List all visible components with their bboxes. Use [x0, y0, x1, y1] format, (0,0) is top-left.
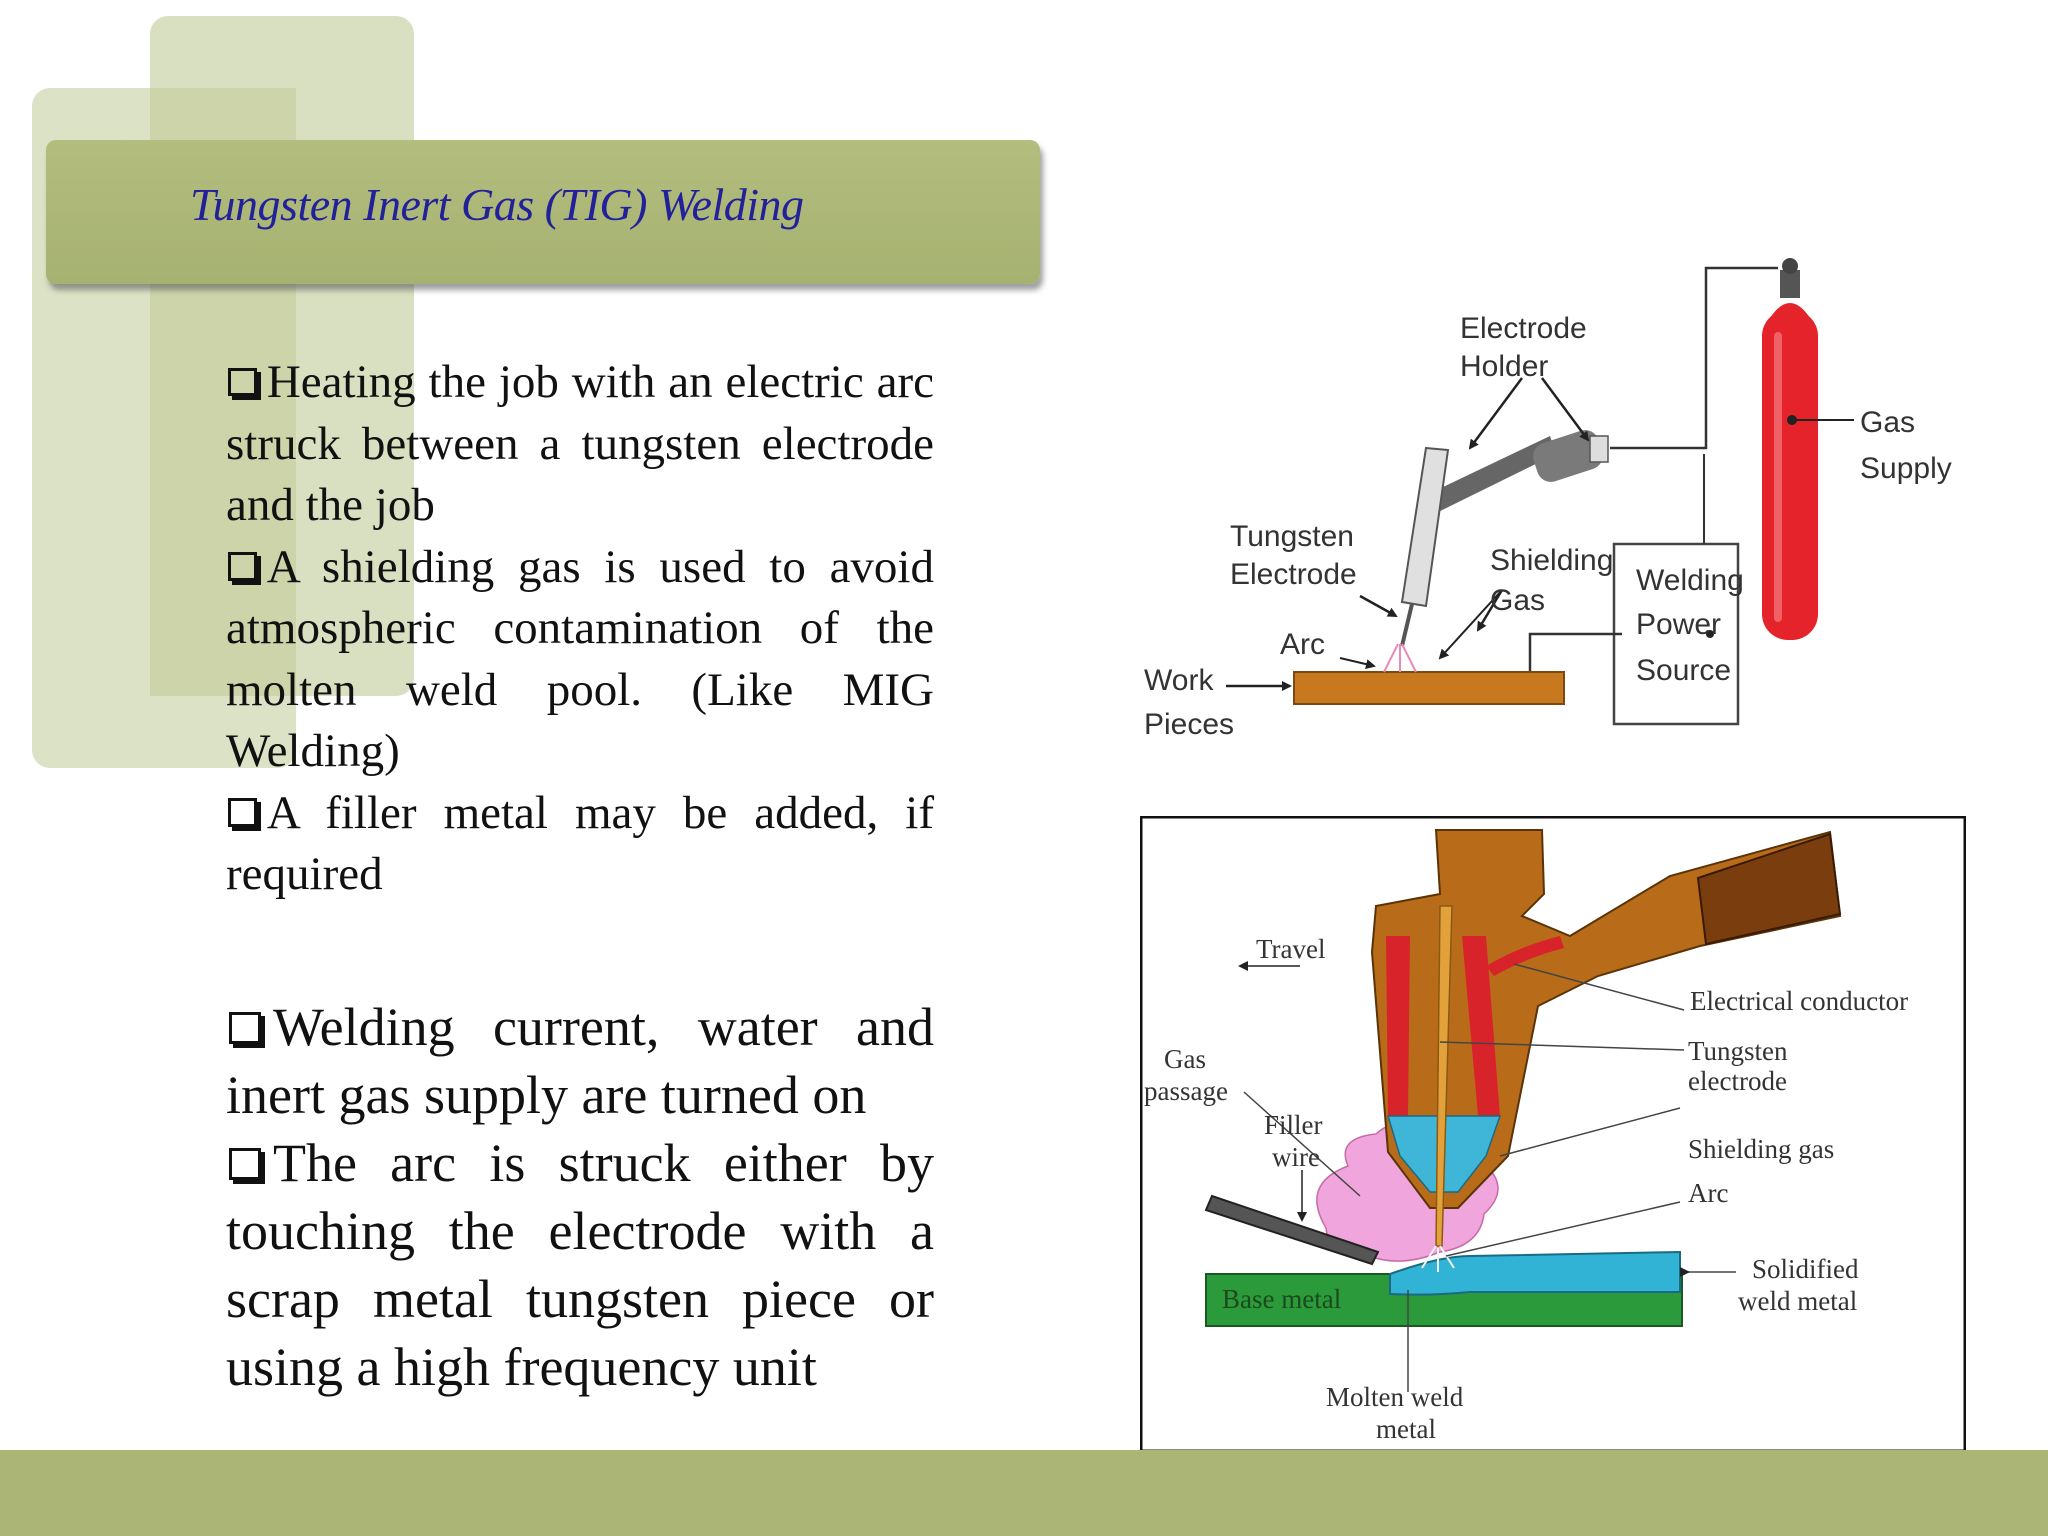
bullet-list-lower: Welding current, water and inert gas sup…	[226, 993, 934, 1401]
tig-torch-cross-section: Travel Electrical conductor Tungsten ele…	[1140, 816, 1966, 1452]
checkbox-bullet-icon	[228, 552, 257, 581]
bullet-item: A shielding gas is used to avoid atmosph…	[226, 540, 934, 778]
power-source-box	[1612, 542, 1740, 726]
label-gas-supply-1: Gas	[1860, 406, 1915, 439]
label-filler-wire-2: wire	[1272, 1142, 1320, 1172]
label-electrode-holder-2: Holder	[1460, 350, 1548, 383]
label-gas-passage-2: passage	[1144, 1076, 1228, 1106]
label-molten-weld-1: Molten weld	[1326, 1382, 1464, 1412]
label-power-source-3: Source	[1636, 654, 1731, 687]
filler-wire	[1204, 1194, 1380, 1266]
bullet-item: Heating the job with an electric arc str…	[226, 356, 934, 531]
checkbox-bullet-icon	[228, 1011, 262, 1044]
label-electrode-holder-1: Electrode	[1460, 312, 1587, 345]
label-tungsten-electrode-2: Electrode	[1230, 558, 1357, 591]
footer-band	[0, 1450, 2048, 1536]
title-bar	[46, 140, 1040, 284]
bullet-item: Welding current, water and inert gas sup…	[226, 997, 934, 1125]
label-base-metal: Base metal	[1222, 1284, 1341, 1314]
label-shielding-gas-1: Shielding	[1490, 544, 1613, 577]
work-lead	[1528, 632, 1622, 676]
label-tungsten-electrode-2: electrode	[1688, 1066, 1787, 1096]
label-electrical-conductor: Electrical conductor	[1690, 986, 1908, 1016]
checkbox-bullet-icon	[228, 798, 257, 827]
bullet-item: The arc is struck either by touching the…	[226, 1133, 934, 1397]
bullet-list-upper: Heating the job with an electric arc str…	[226, 352, 934, 906]
tig-torch	[1383, 430, 1609, 673]
label-solidified-weld-2: weld metal	[1738, 1286, 1857, 1316]
gas-line	[1610, 266, 1778, 450]
workpiece	[1293, 671, 1565, 705]
label-tungsten-electrode-1: Tungsten	[1688, 1036, 1788, 1066]
label-travel: Travel	[1256, 934, 1326, 964]
slide-title: Tungsten Inert Gas (TIG) Welding	[190, 179, 804, 230]
checkbox-bullet-icon	[228, 1147, 262, 1180]
label-shielding-gas: Shielding gas	[1688, 1134, 1834, 1164]
label-molten-weld-2: metal	[1376, 1414, 1436, 1444]
label-gas-passage-1: Gas	[1164, 1044, 1206, 1074]
label-work-pieces-1: Work	[1144, 664, 1214, 697]
label-arc: Arc	[1280, 628, 1325, 661]
label-power-source-1: Welding	[1636, 564, 1744, 597]
label-gas-supply-2: Supply	[1860, 452, 1952, 485]
label-solidified-weld-1: Solidified	[1752, 1254, 1859, 1284]
torch-insulation	[1386, 936, 1410, 1116]
tungsten-electrode-rod	[1435, 905, 1453, 1247]
label-power-source-2: Power	[1636, 608, 1721, 641]
label-filler-wire-1: Filler	[1264, 1110, 1323, 1140]
tig-setup-diagram: Electrode Holder Gas Supply Tungsten Ele…	[1144, 258, 1952, 741]
gas-cylinder	[1762, 258, 1818, 640]
arc	[1421, 1245, 1455, 1272]
label-shielding-gas-2: Gas	[1490, 584, 1545, 617]
label-arc: Arc	[1688, 1178, 1728, 1208]
checkbox-bullet-icon	[228, 367, 257, 397]
label-tungsten-electrode-1: Tungsten	[1230, 520, 1354, 553]
label-work-pieces-2: Pieces	[1144, 708, 1234, 741]
bullet-item: A filler metal may be added, if required	[226, 786, 934, 901]
